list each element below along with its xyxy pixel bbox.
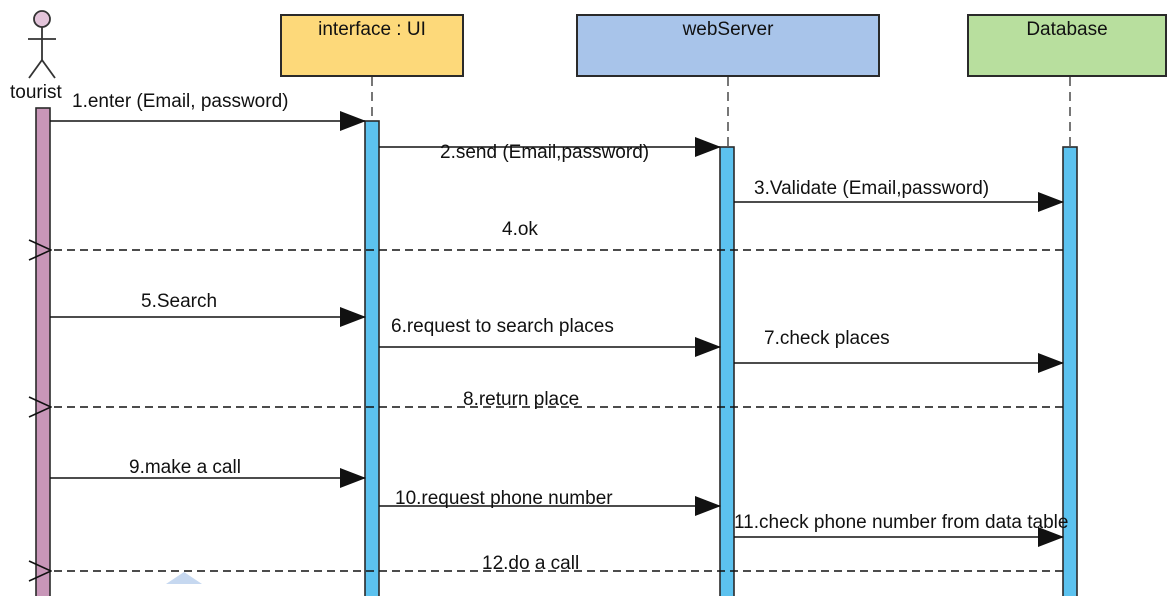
actor-label: tourist (10, 82, 62, 103)
lifeline-box-3[interactable]: Database (967, 14, 1167, 77)
message-label-2: 2.send (Email,password) (440, 142, 650, 163)
message-label-8: 8.return place (463, 389, 580, 410)
message-label-6: 6.request to search places (391, 316, 614, 337)
message-label-1: 1.enter (Email, password) (72, 91, 289, 112)
actor-icon (28, 10, 56, 79)
message-label-3: 3.Validate (Email,password) (754, 178, 990, 199)
message-label-10: 10.request phone number (395, 488, 613, 509)
activation-bar-tourist (35, 107, 51, 596)
message-label-12: 12.do a call (482, 553, 580, 574)
activation-bar-3 (1062, 146, 1078, 596)
message-label-5: 5.Search (141, 291, 218, 312)
message-label-11: 11.check phone number from data table (734, 512, 1069, 533)
activation-bar-2 (719, 146, 735, 596)
message-label-7: 7.check places (764, 328, 890, 349)
scroll-hint-icon (166, 572, 202, 584)
lifeline-box-2[interactable]: webServer (576, 14, 880, 77)
activation-bar-1 (364, 120, 380, 596)
message-label-4: 4.ok (502, 219, 538, 240)
message-label-9: 9.make a call (129, 457, 241, 478)
lifeline-box-1[interactable]: interface : UI (280, 14, 464, 77)
